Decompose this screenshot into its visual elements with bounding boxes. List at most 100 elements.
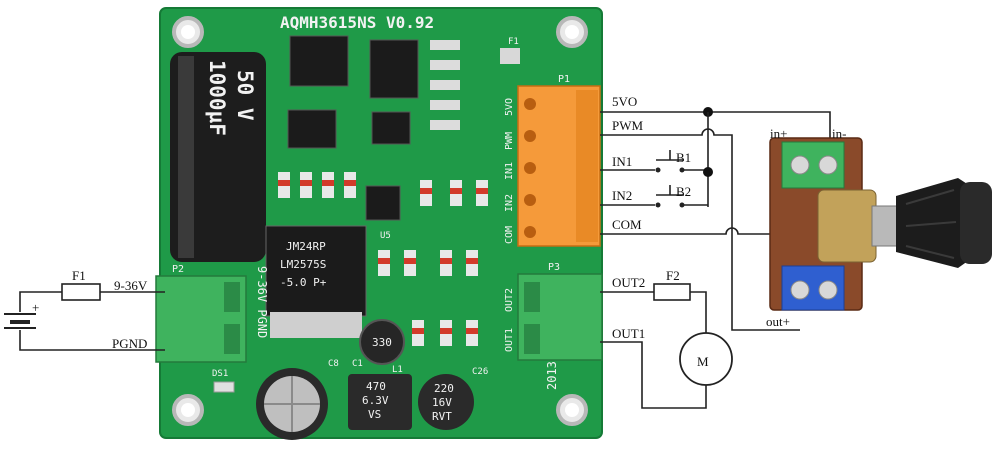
terminal-screw: [818, 280, 838, 300]
wire-pgnd: [19, 330, 165, 351]
regulator-line-2: LM2575S: [280, 258, 326, 271]
smd-part: [430, 40, 460, 50]
terminal-slot: [224, 282, 240, 312]
resistor-band: [322, 180, 334, 186]
terminal-p3: P3 OUT2 OUT1: [504, 262, 603, 361]
mounting-hole-center: [181, 403, 195, 417]
ref-p1: P1: [558, 74, 570, 85]
ic-chip: [289, 35, 349, 87]
capacitor-220: 220 16V RVT: [418, 374, 474, 430]
capacitor-1000uf: 1000µF 50 V: [170, 52, 266, 262]
label-5vo: 5VO: [612, 94, 637, 109]
smd-part: [430, 120, 460, 130]
p1-silk-com: COM: [504, 226, 515, 244]
regulator-line-1: JM24RP: [286, 240, 326, 253]
terminal-p1-face: [576, 90, 598, 242]
resistor-band: [466, 328, 478, 334]
knob-ridge: [905, 221, 957, 227]
fuse-f2: [653, 283, 691, 301]
ref-c8: C8: [328, 359, 339, 369]
terminal-p1: P1: [517, 74, 601, 247]
p1-silk-5vo: 5VO: [504, 98, 515, 116]
knob-ridge: [905, 245, 955, 259]
smd-part: [430, 60, 460, 70]
fuse-f1: [61, 283, 101, 301]
ref-f1-board: F1: [508, 37, 519, 47]
driver-board: AQMH3615NS V0.92 U5 F1: [155, 7, 603, 440]
terminal-screw: [818, 155, 838, 175]
p1-silk-pwm: PWM: [504, 132, 515, 150]
inductor: 330 L1: [359, 319, 405, 375]
wire-f2-motor: [690, 291, 707, 334]
ic-chip: [287, 109, 337, 149]
capacitor-can: [418, 374, 474, 430]
label-com: COM: [612, 217, 642, 232]
mounting-hole-center: [565, 25, 579, 39]
label-f2: F2: [666, 268, 680, 283]
pot-knob-cap: [960, 182, 992, 264]
smd-fuse: [500, 48, 520, 64]
label-b1: B1: [676, 150, 691, 165]
capacitor-body: [348, 374, 412, 430]
label-vin: 9-36V: [114, 278, 148, 293]
switch-contact: [655, 167, 661, 173]
resistor-band: [420, 188, 432, 194]
ic-chip-u5: [365, 185, 401, 221]
wire-pwm: [600, 128, 800, 331]
capacitor-470: 470 6.3V VS: [348, 374, 412, 430]
label-pgnd: PGND: [112, 336, 147, 351]
pot-body: [817, 189, 877, 263]
inductor-value: 330: [372, 336, 392, 349]
led-ds1: [213, 381, 235, 393]
motor-symbol: [679, 332, 733, 386]
battery-plus-label: +: [32, 300, 39, 315]
terminal-screw: [524, 194, 536, 206]
smd-part: [430, 80, 460, 90]
resistor-band: [466, 258, 478, 264]
label-in-plus: in+: [770, 126, 787, 141]
motor-circuit: M OUT2 OUT1 F2: [600, 268, 733, 409]
junction-dot: [703, 167, 713, 177]
resistor-band: [450, 188, 462, 194]
p1-silk-in1: IN1: [504, 162, 515, 180]
mounting-hole-center: [565, 403, 579, 417]
cap-big-value: 1000µF: [205, 60, 229, 136]
regulator-tab: [270, 312, 362, 338]
ref-ds1: DS1: [212, 369, 228, 379]
terminal-p1-silk: 5VO PWM IN1 IN2 COM: [504, 98, 515, 244]
wire-5vo: [600, 111, 831, 142]
terminal-screw: [524, 226, 536, 238]
capacitor-stripe: [178, 56, 194, 258]
wire-com: [600, 142, 849, 235]
terminal-screw: [524, 162, 536, 174]
cap-220-line-1: 220: [434, 382, 454, 395]
mounting-hole-center: [181, 25, 195, 39]
resistor-band: [412, 328, 424, 334]
resistor-band: [440, 328, 452, 334]
power-input-circuit: + F1 9-36V PGND: [4, 268, 165, 351]
ref-p2: P2: [172, 264, 184, 275]
label-out2: OUT2: [612, 275, 645, 290]
label-f1: F1: [72, 268, 86, 283]
cap-470-line-2: 6.3V: [362, 394, 389, 407]
p3-silk-out2: OUT2: [504, 288, 515, 312]
cap-470-line-1: 470: [366, 380, 386, 393]
terminal-slot: [524, 324, 540, 354]
button-b1: [655, 150, 685, 173]
terminal-screw: [524, 130, 536, 142]
resistor-band: [476, 188, 488, 194]
switch-contact: [679, 202, 685, 208]
pot-shaft: [871, 205, 899, 247]
control-circuit: 5VO PWM IN1 IN2 COM B1 B2: [600, 94, 849, 331]
potentiometer-module: in+ in- out+: [766, 126, 992, 329]
regulator-lm2575: JM24RP LM2575S -5.0 P+: [265, 225, 367, 338]
label-b2: B2: [676, 184, 691, 199]
terminal-screw: [790, 155, 810, 175]
label-pwm: PWM: [612, 118, 644, 133]
resistor-band: [300, 180, 312, 186]
resistor-band: [344, 180, 356, 186]
cap-big-voltage: 50 V: [233, 70, 257, 121]
resistor-row-top: [278, 172, 488, 206]
cap-220-line-2: 16V: [432, 396, 452, 409]
